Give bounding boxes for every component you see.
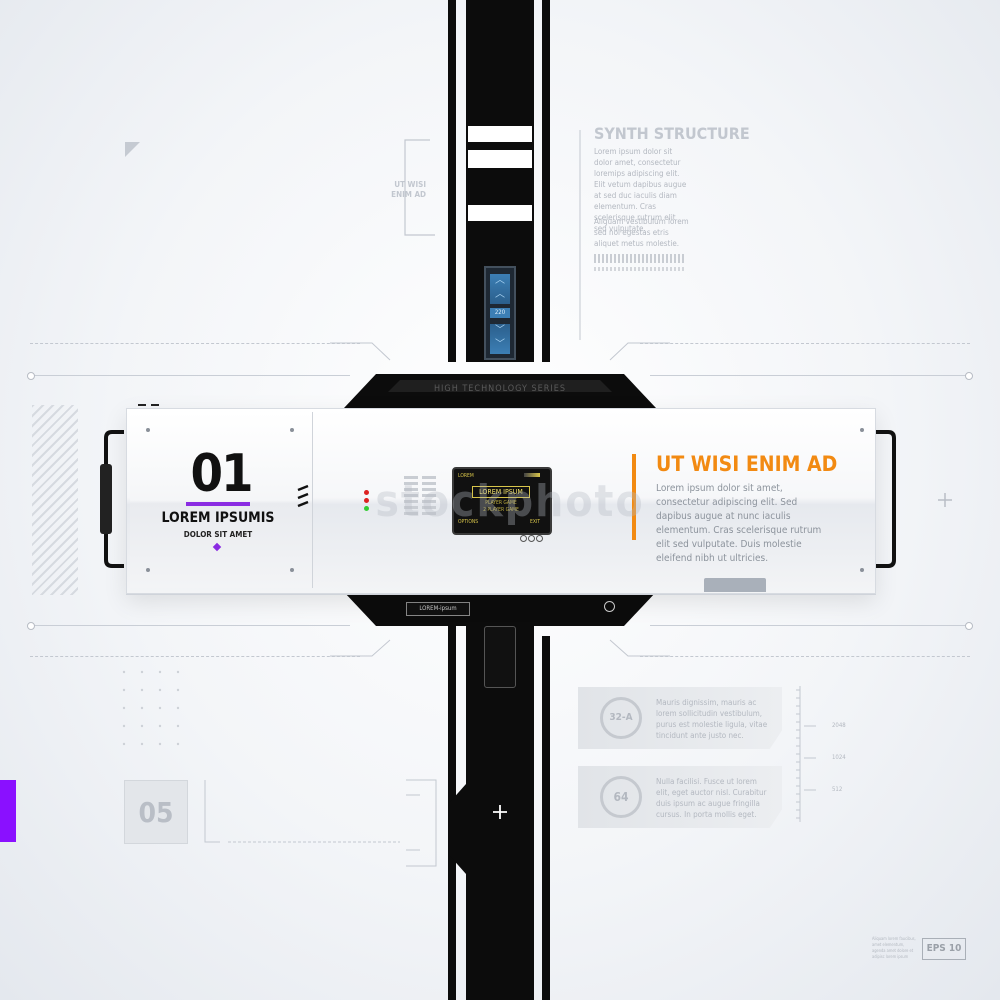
guide-node-icon (27, 622, 35, 630)
screen-menu-item[interactable]: PLAYER GAME (485, 500, 517, 506)
spine-core-bottom (450, 624, 534, 1000)
spine-rail-right-bottom (542, 636, 550, 1000)
guide-line-bottom-left (30, 656, 360, 657)
spine-slot (484, 626, 516, 688)
screen-options[interactable]: OPTIONS (458, 519, 479, 525)
spine-counter: 220 (490, 308, 510, 318)
scale-label-mid: 1024 (832, 754, 846, 761)
badge-ring-icon: 32-A (600, 697, 642, 739)
info-card-2: 64 Nulla facilisi. Fusce ut lorem elit, … (578, 766, 782, 828)
screen-exit[interactable]: EXIT (530, 519, 540, 525)
status-led-green (364, 506, 369, 511)
section-paragraph-2: Aliquam vestibulum lorem sed nol egestas… (594, 217, 689, 248)
screw-icon (290, 568, 294, 572)
spine-stripe (468, 150, 532, 168)
module-subtitle: DOLOR SIT AMET (183, 530, 253, 539)
screw-icon (146, 568, 150, 572)
search-icon[interactable] (604, 601, 615, 612)
number-box: 05 (124, 780, 188, 844)
screen-menu-title[interactable]: LOREM IPSUM (472, 486, 530, 498)
screen-top-label: LOREM (458, 473, 474, 479)
spine-rail-left (448, 0, 456, 362)
panel-tab[interactable] (704, 578, 766, 592)
footer-note: Aliquam lorem faucibus, amet elementum, … (872, 936, 916, 959)
guide-node-icon (27, 372, 35, 380)
right-module-text: Lorem ipsum dolor sit amet, consectetur … (656, 483, 822, 564)
barcode-icon (594, 267, 684, 271)
screw-icon (860, 428, 864, 432)
module-title: LOREM IPSUMIS (161, 510, 275, 526)
badge-ring-icon: 64 (600, 776, 642, 818)
scale-label-bottom: 512 (832, 786, 843, 793)
screw-icon (146, 428, 150, 432)
grip-icon (297, 484, 309, 508)
right-module-title: UT WISI ENIM AD (656, 452, 838, 476)
scale-label-top: 2048 (832, 722, 846, 729)
screw-icon (860, 568, 864, 572)
top-trapezoid-bracket (344, 374, 656, 408)
ruler-scale (796, 686, 816, 822)
bottom-bar-readout: LOREM-ipsum (406, 602, 470, 616)
status-led-red (364, 498, 369, 503)
spine-rail-right (542, 0, 550, 362)
side-accent-bar (0, 780, 16, 842)
marker-icon (138, 404, 146, 406)
guide-line-lower-left (30, 625, 350, 626)
watermark-text: stockphoto (375, 476, 645, 527)
screen-button-icon[interactable] (536, 535, 543, 542)
left-subpanel (130, 412, 313, 588)
dot-grid (122, 670, 180, 746)
guide-line-upper-right (650, 375, 970, 376)
guide-node-icon (965, 622, 973, 630)
guide-line-lower-right (650, 625, 970, 626)
chevron-up-icon: ︿︿ (490, 274, 510, 304)
info-card-text: Nulla facilisi. Fusce ut lorem elit, ege… (656, 777, 767, 819)
series-label: HIGH TECHNOLOGY SERIES (433, 384, 567, 394)
section-paragraph: Lorem ipsum dolor sit dolor amet, consec… (594, 147, 687, 233)
screen-button-icon[interactable] (520, 535, 527, 542)
vent-grille (404, 476, 436, 515)
screw-icon (290, 428, 294, 432)
section-title: SYNTH STRUCTURE (594, 124, 750, 143)
format-badge: EPS 10 (922, 938, 966, 960)
barcode-icon (594, 254, 684, 263)
game-screen[interactable]: LOREM LOREM IPSUM PLAYER GAME 2 PLAYER G… (452, 467, 552, 535)
chevron-down-icon: ﹀﹀ (490, 324, 510, 354)
right-module-accent-bar (632, 454, 636, 540)
info-card-text: Mauris dignissim, mauris ac lorem sollic… (656, 698, 768, 740)
hatched-panel (32, 405, 78, 595)
right-handle-icon[interactable] (872, 428, 904, 570)
guide-line-top-right (640, 343, 970, 344)
spine-indicator: ︿︿ 220 ﹀﹀ (484, 266, 516, 360)
guide-line-upper-left (30, 375, 350, 376)
info-card-1: 32-A Mauris dignissim, mauris ac lorem s… (578, 687, 782, 749)
left-handle-icon[interactable] (96, 428, 128, 570)
spine-stripe (468, 205, 532, 221)
screen-button-icon[interactable] (528, 535, 535, 542)
screen-menu-item[interactable]: 2 PLAYER GAME (483, 507, 519, 513)
marker-icon (151, 404, 159, 406)
guide-line-top-left (30, 343, 360, 344)
bottom-trapezoid-bracket (344, 592, 656, 626)
signal-icon (524, 473, 540, 477)
status-led-red (364, 490, 369, 495)
spine-stripe (468, 126, 532, 142)
guide-line-bottom-right (640, 656, 970, 657)
guide-node-icon (965, 372, 973, 380)
module-number: 01 (190, 444, 253, 504)
module-accent-bar (186, 502, 250, 506)
